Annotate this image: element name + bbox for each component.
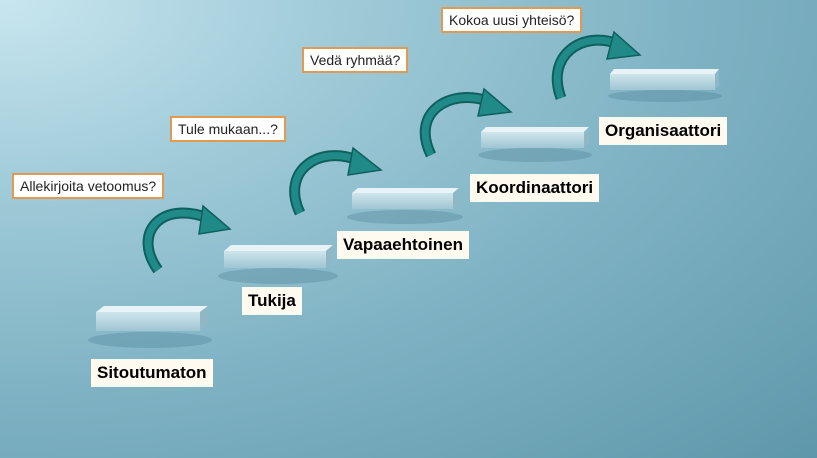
step-platform-4	[478, 127, 592, 162]
arrow-2	[289, 146, 383, 216]
question-box-2: Tule mukaan...?	[170, 116, 286, 142]
question-box-4: Kokoa uusi yhteisö?	[441, 7, 583, 33]
step-label-vapaaehtoinen: Vapaaehtoinen	[337, 231, 469, 259]
step-platform-5	[608, 69, 722, 102]
arrow-1	[142, 204, 232, 274]
step-label-koordinaattori: Koordinaattori	[470, 174, 600, 202]
step-platform-2	[218, 245, 338, 284]
arrow-3	[419, 87, 513, 158]
question-box-3: Vedä ryhmää?	[302, 47, 409, 73]
step-platform-3	[347, 188, 463, 224]
step-label-tukija: Tukija	[242, 287, 302, 315]
step-label-sitoutumaton: Sitoutumaton	[91, 359, 213, 387]
arrow-4	[551, 30, 642, 100]
step-platform-1	[88, 306, 212, 348]
step-label-organisaattori: Organisaattori	[599, 117, 728, 145]
question-box-1: Allekirjoita vetoomus?	[12, 173, 165, 199]
